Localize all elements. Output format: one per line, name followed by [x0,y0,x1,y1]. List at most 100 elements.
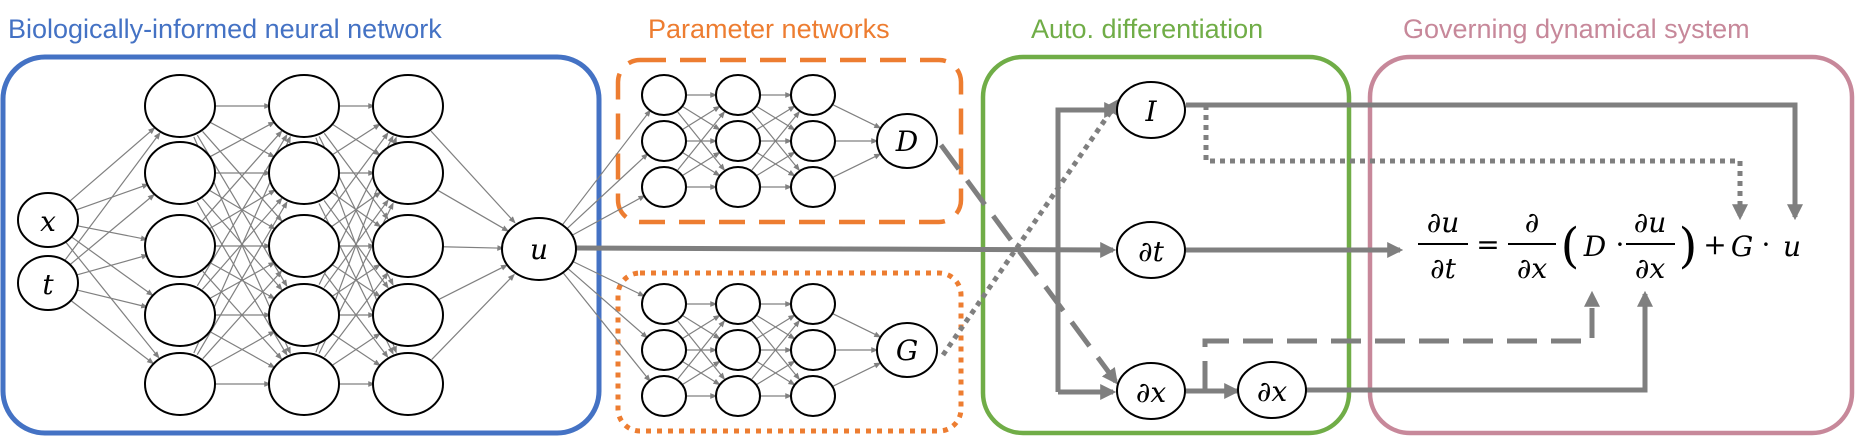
param-D-edge-neuron [790,166,836,208]
hidden-neuron [372,74,444,138]
eq-G: G [1731,230,1753,263]
param-G-edge [751,319,801,380]
param-D-edge-neuron [641,166,687,208]
eq-dot1: · [1616,228,1625,261]
param-G-edge [562,272,651,382]
arrow-u-to-dt [575,241,1117,258]
param-D-edge [571,195,646,236]
param-G-edge-neuron [641,283,687,325]
hidden-neuron [268,214,340,278]
main-edge [332,123,381,156]
hidden-neuron [144,74,216,138]
arrow-to-I [1055,101,1121,392]
arrow-dx1-to-eq [1202,290,1601,391]
main-edge [69,193,155,266]
main-edge [74,253,149,277]
main-edge [437,189,510,232]
param-G-edge-neuron [641,329,687,371]
param-G-edge [756,360,796,386]
node-dt: ∂t [1116,221,1186,279]
governing-equation: ∂u ∂t = ∂ ∂x ( D · ∂u ∂x ) + G · u [1418,206,1801,285]
node-I-label: I [1144,95,1157,128]
node-G: G [876,322,938,378]
node-u-label: u [530,233,548,266]
param-G-edge [832,313,882,338]
param-G-edge [832,362,882,387]
param-D-edge [677,111,726,171]
node-t: t [17,255,79,311]
gov-panel [1367,54,1855,436]
param-G-edge-neuron [715,329,761,371]
eq-inner-den: ∂x [1635,252,1665,285]
param-D-edge [566,153,649,230]
node-I: I [1116,81,1186,139]
main-edge [202,270,283,360]
eq-plus: + [1703,228,1726,261]
hidden-neuron [144,141,216,205]
param-G-edge-neuron [715,283,761,325]
param-G-edge [572,260,646,297]
main-edge [65,241,160,359]
panel-title-auto: Auto. differentiation [1031,14,1263,44]
arrow-I-to-eq [1186,102,1804,221]
eq-u: u [1783,230,1801,263]
arrow-dx2-to-eq [1306,290,1654,393]
param-D-edge-neuron [641,120,687,162]
node-dx2-label: ∂x [1257,375,1287,408]
main-edge [323,272,389,358]
node-dx1-label: ∂x [1136,376,1166,409]
node-u: u [501,217,577,281]
main-edge [331,264,381,297]
param-G-edge [567,268,648,339]
node-x-label: x [40,205,56,238]
main-edge [323,132,389,220]
param-D-edge [682,105,721,130]
hidden-neuron [144,214,216,278]
eq-op-den: ∂x [1517,252,1547,285]
hidden-neuron [144,352,216,416]
param-D-edge-neuron [715,120,761,162]
param-G-edge-neuron [790,283,836,325]
node-x: x [17,192,79,248]
main-edge [202,130,283,221]
param-D-edge [561,109,652,226]
hidden-neuron [144,283,216,347]
eq-lhs-num: ∂u [1427,206,1460,239]
auto-panel [980,54,1352,436]
eq-D: D [1583,230,1606,263]
param-D-edge-neuron [715,166,761,208]
param-G-edge-neuron [790,329,836,371]
node-D-label: D [895,125,918,158]
param-G-edge [756,314,796,340]
param-D-edge [751,110,801,171]
main-edge [430,130,516,224]
param-G-edge [682,360,721,385]
bio-panel [0,54,602,436]
hidden-neuron [268,283,340,347]
param-panel-G [615,270,964,434]
hidden-neuron [268,141,340,205]
eq-op-num: ∂ [1525,206,1539,239]
param-D-edge [832,104,882,129]
param-D-edge-neuron [641,74,687,116]
hidden-neuron [372,214,444,278]
flow-arrows [575,98,1804,401]
hidden-neuron [372,141,444,205]
node-dx1: ∂x [1116,362,1186,420]
main-edge [68,127,156,203]
main-edge [441,245,505,251]
main-edge [75,289,149,309]
node-dt-label: ∂t [1138,235,1164,268]
node-dx2: ∂x [1237,361,1307,419]
hidden-neuron [372,283,444,347]
main-edge [431,273,515,361]
panel-title-bio: Biologically-informed neural network [8,14,442,44]
node-G-label: G [896,334,918,367]
panel-title-gov: Governing dynamical system [1403,14,1750,44]
node-D: D [876,113,938,169]
main-edge [69,299,155,365]
param-D-edge-neuron [790,74,836,116]
network-neurons [144,74,836,417]
param-D-edge-neuron [790,120,836,162]
